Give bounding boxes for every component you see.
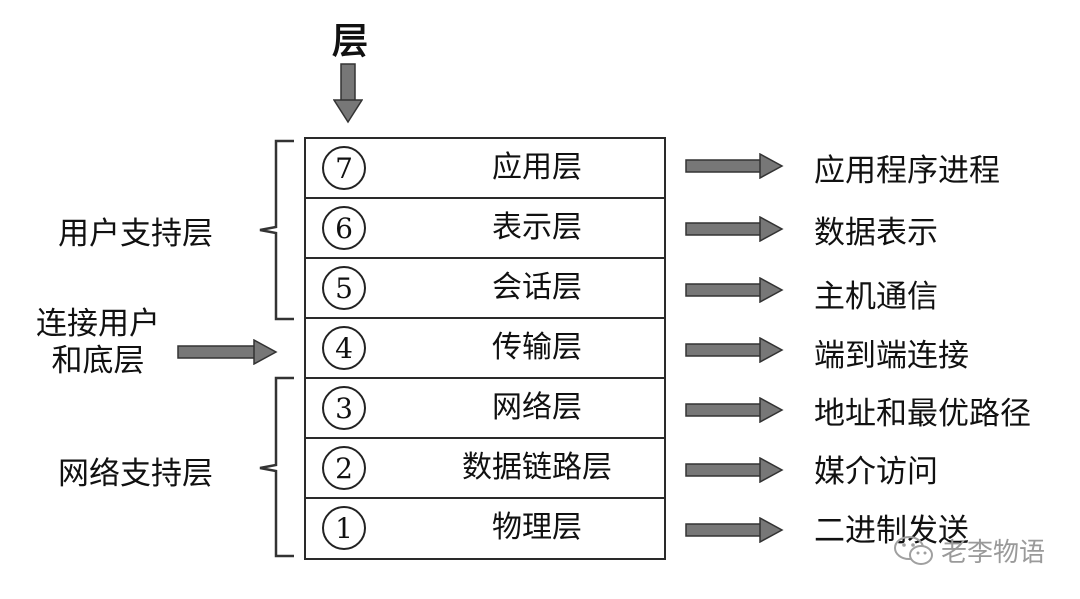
- layer-name: 物理层: [492, 510, 582, 545]
- right-arrow-icon: [685, 457, 784, 483]
- watermark-text: 老李物语: [941, 538, 1046, 568]
- transport-arrow-icon: [177, 339, 278, 365]
- layer-name: 网络层: [492, 390, 582, 425]
- layer-name: 会话层: [492, 270, 582, 305]
- layer-row-1: 1 物理层: [306, 499, 664, 559]
- layer-description: 媒介访问: [814, 454, 938, 490]
- layer-row-2: 2 数据链路层: [306, 439, 664, 499]
- layer-number-circle: 2: [322, 446, 366, 490]
- layer-description: 数据表示: [814, 215, 938, 251]
- right-arrow-icon: [685, 517, 784, 543]
- layer-description: 二进制发送: [814, 513, 969, 549]
- layer-row-5: 5 会话层: [306, 259, 664, 319]
- osi-layer-stack: 7 应用层 6 表示层 5 会话层 4 传输层 3 网络层 2 数据链路层 1 …: [304, 137, 666, 560]
- layer-number-circle: 1: [322, 506, 366, 550]
- layer-row-6: 6 表示层: [306, 199, 664, 259]
- right-arrow-icon: [685, 277, 784, 303]
- layer-name: 传输层: [492, 330, 582, 365]
- layer-number-circle: 5: [322, 266, 366, 310]
- layer-row-3: 3 网络层: [306, 379, 664, 439]
- transport-group-label: 连接用户和底层: [36, 306, 160, 379]
- layer-name: 数据链路层: [462, 450, 612, 485]
- lower-group-label: 网络支持层: [58, 456, 213, 492]
- layer-row-4: 4 传输层: [306, 319, 664, 379]
- right-arrow-icon: [685, 153, 784, 179]
- wechat-icon: [894, 535, 933, 565]
- layer-description: 地址和最优路径: [814, 396, 1031, 432]
- right-arrow-icon: [685, 397, 784, 423]
- right-arrow-icon: [685, 337, 784, 363]
- layer-description: 端到端连接: [814, 338, 969, 374]
- watermark: 老李物语: [893, 532, 1045, 569]
- down-arrow-icon: [333, 63, 363, 124]
- layer-number-circle: 6: [322, 206, 366, 250]
- layer-number-circle: 7: [322, 146, 366, 190]
- layer-number-circle: 3: [322, 386, 366, 430]
- layer-description: 主机通信: [814, 279, 938, 315]
- right-arrow-icon: [685, 216, 784, 242]
- upper-group-label: 用户支持层: [58, 216, 213, 252]
- layer-name: 表示层: [492, 210, 582, 245]
- lower-group-brace: [259, 376, 294, 558]
- header-title: 层: [331, 21, 368, 62]
- layer-number-circle: 4: [322, 326, 366, 370]
- layer-row-7: 7 应用层: [306, 139, 664, 199]
- upper-group-brace: [259, 139, 294, 321]
- layer-name: 应用层: [492, 150, 582, 185]
- layer-description: 应用程序进程: [814, 153, 1000, 189]
